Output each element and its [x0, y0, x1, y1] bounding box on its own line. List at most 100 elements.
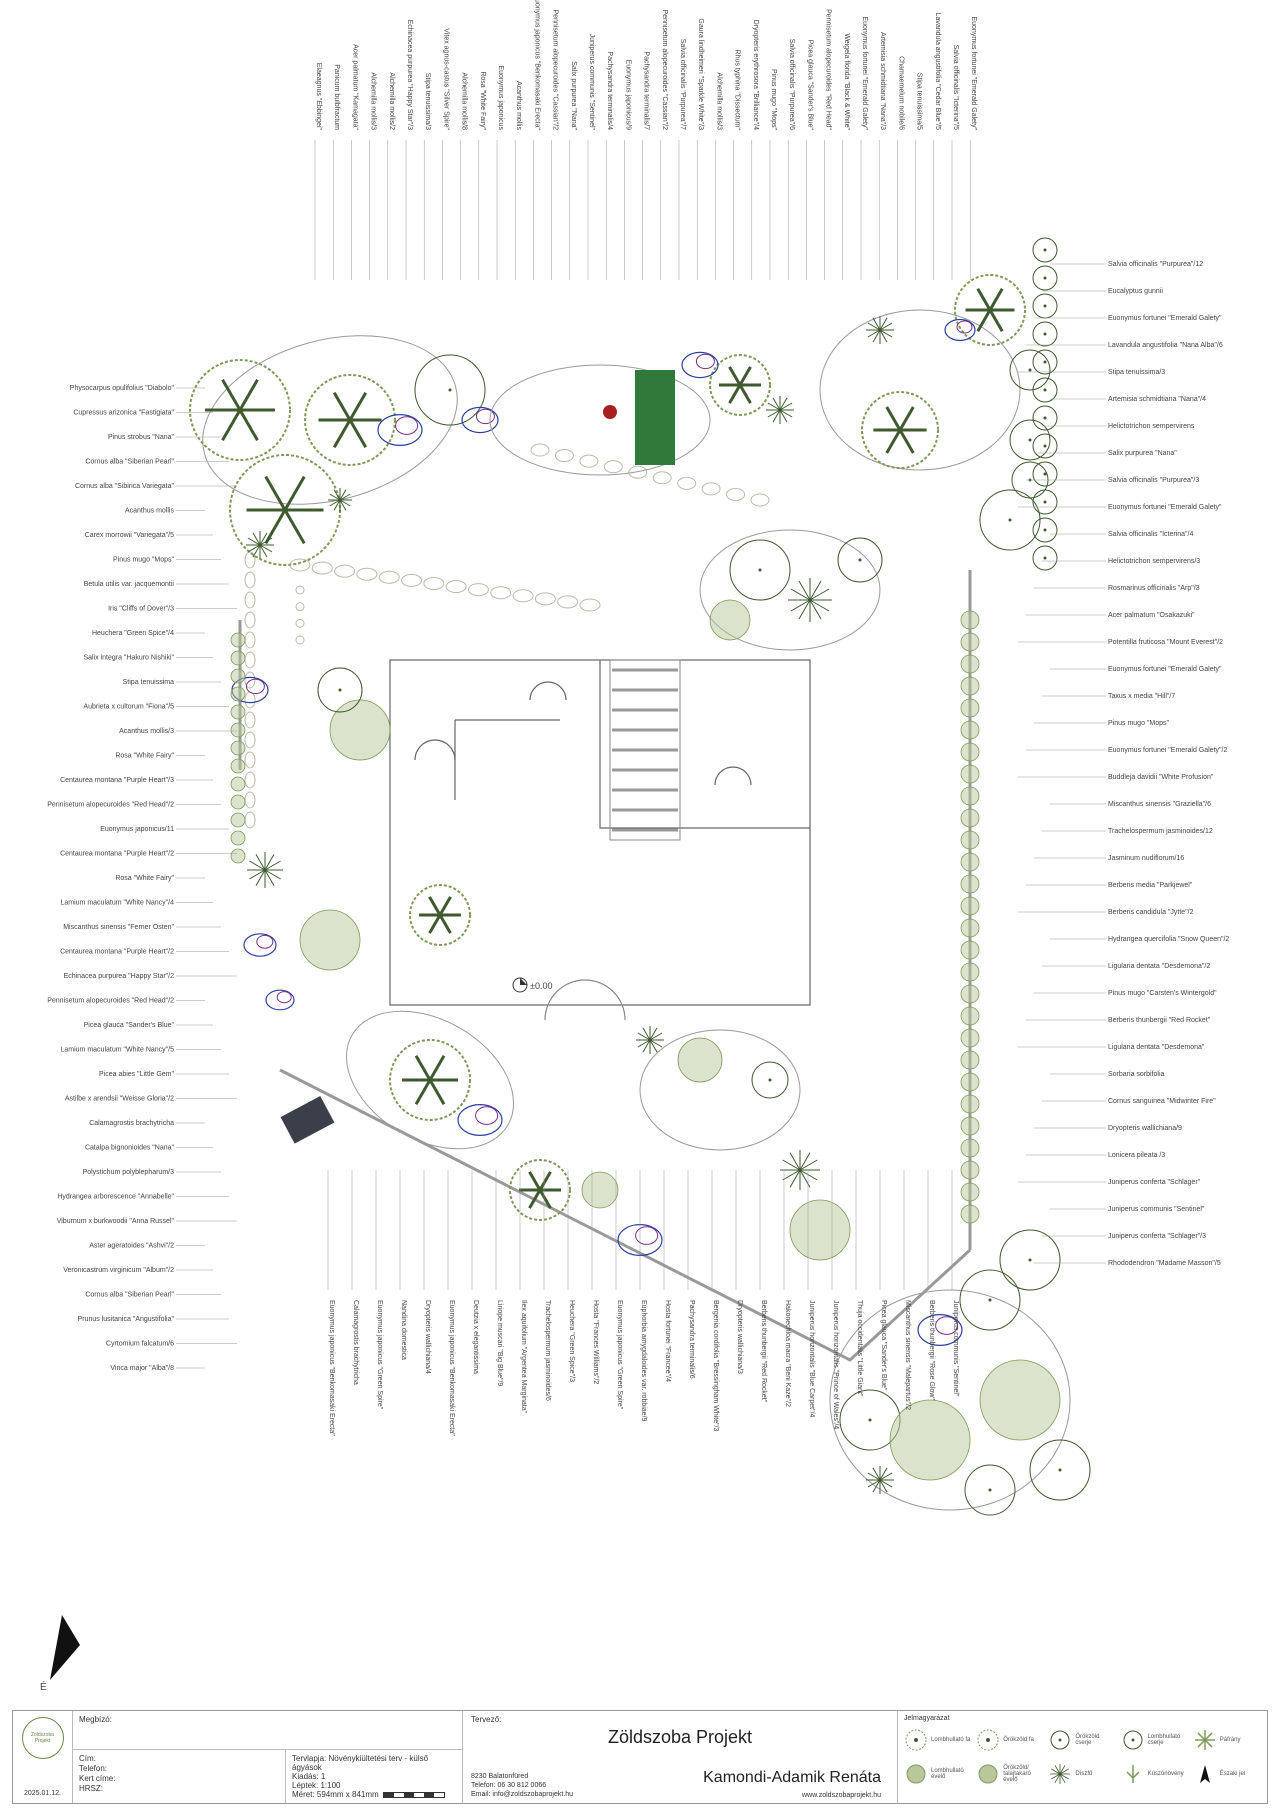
plant-label: Trachelospermum jasminoides/12	[1108, 828, 1213, 835]
designer-cell: Tervező: Zöldszoba Projekt Kamondi-Adami…	[463, 1711, 898, 1803]
plant-label: Salvia officinalis "Purpurea"/12	[1108, 261, 1203, 268]
plant-symbol-icon	[960, 1072, 980, 1092]
plant-symbol-icon	[979, 489, 1041, 551]
plant-label: Vitex agnus-castus "Silver Spire"	[442, 28, 449, 130]
plant-label: Pennisetum alopecuroides "Red Head"/2	[47, 802, 174, 809]
plant-label: Salix purpurea "Nana"	[570, 61, 577, 130]
legend-label: Lombhullató fa	[931, 1737, 971, 1743]
plant-label: Lamium maculatum "White Nancy"/4	[60, 900, 174, 907]
plant-symbol-icon	[1032, 489, 1058, 515]
legend-item: Örökzöld fa	[976, 1724, 1044, 1756]
company-logo: Zöldszoba Projekt	[21, 1717, 64, 1759]
plant-label: Ilex aquifolium "Argentea Marginata"	[520, 1300, 527, 1414]
client-fields: Cím: Telefon: Kert címe: HRSZ:	[73, 1750, 286, 1803]
labels-bottom: Euonymus japonicus "Benkomasaki Erecta"C…	[327, 1170, 959, 1436]
plant-symbol-icon	[681, 351, 719, 379]
plant-label: Pachysandra terminalis/4	[606, 51, 613, 130]
plant-label: Pennisetum alopecuroides "Cassian"/2	[552, 9, 559, 130]
plant-label: Juniperus communis "Sentinel"	[588, 34, 595, 131]
plant-symbol-icon	[1032, 517, 1058, 543]
legend-title: Jelmagyarázat	[904, 1715, 950, 1722]
plant-symbol-icon	[866, 1466, 894, 1494]
plant-label: Artemisia schmidtiana "Nana"/3	[879, 32, 886, 130]
field-address: Cím:	[79, 1754, 96, 1763]
plant-label: Salvia officinalis "Purpurea"/3	[1108, 477, 1199, 484]
sheet-title: Tervlapja: Növénykiültetési terv - külső…	[292, 1754, 429, 1772]
plant-label: Lonicera pileata /3	[1108, 1152, 1165, 1159]
plant-symbol-icon	[1032, 461, 1058, 487]
plant-symbol-icon	[509, 1159, 571, 1221]
legend-item: Lombhullató fa	[904, 1724, 972, 1756]
plant-label: Alchemilla mollis/2	[388, 72, 395, 130]
title-block: Zöldszoba Projekt 2025.01.12. Megbízó: C…	[12, 1710, 1268, 1804]
plant-symbol-icon	[960, 1028, 980, 1048]
plant-label: Calamagrostis brachytricha	[89, 1120, 174, 1127]
plant-label: Polystichum polyblepharum/3	[83, 1169, 175, 1176]
plant-symbol-icon	[960, 852, 980, 872]
plant-label: Salix integra "Hakuro Nishiki"	[83, 655, 174, 662]
plant-symbol-icon	[299, 909, 361, 971]
plant-label: Pinus mugo "Mops"	[1108, 720, 1170, 727]
plant-symbol-icon	[1029, 1439, 1091, 1501]
stepping-stones	[244, 443, 770, 829]
plant-symbol-icon	[729, 539, 791, 601]
plant-symbol-icon	[889, 1399, 971, 1481]
plant-label: Alchemilla mollis/3	[370, 72, 377, 130]
plant-symbol-icon	[959, 1269, 1021, 1331]
plant-symbol-icon	[1032, 349, 1058, 375]
plant-label: Rosa "White Fairy"	[479, 71, 486, 130]
plant-label: Cupressus arizonica "Fastigiata"	[73, 410, 174, 417]
plant-label: Buddleja davidii "White Profusion"	[1108, 774, 1214, 781]
plant-label: Rhus typhina "Dissectum"	[734, 50, 741, 131]
plant-symbol-icon	[960, 1050, 980, 1070]
plant-symbol-icon	[960, 1138, 980, 1158]
plant-symbol-icon	[709, 599, 751, 641]
plant-label: Lavandula angustifolia "Cedar Blue"/5	[934, 13, 941, 131]
plant-symbol-icon	[960, 698, 980, 718]
plant-label: Salvia officinalis "Purpurea"/6	[788, 39, 795, 130]
red-ornament	[603, 405, 617, 419]
plant-label: Salvia officinalis "Icterina"/5	[952, 45, 959, 130]
plant-symbol-icon	[230, 812, 246, 828]
plant-label: Sorbaria sorbifolia	[1108, 1071, 1165, 1078]
plant-symbol-icon	[960, 720, 980, 740]
plant-symbol-icon	[964, 1464, 1016, 1516]
plant-label: Vinca major "Alba"/8	[110, 1365, 174, 1372]
plant-label: Thuja occidentalis "Little Giant"	[856, 1300, 863, 1397]
plant-label: Euonymus fortunei "Emerald Galety"	[970, 16, 977, 130]
plant-label: Rosmarinus officinalis "Arp"/3	[1108, 585, 1200, 592]
plant-symbol-icon	[960, 984, 980, 1004]
plant-symbol-icon	[960, 808, 980, 828]
plant-symbol-icon	[243, 933, 277, 957]
garden-shed	[635, 370, 675, 465]
plant-label: Miscanthus sinensis "Ferner Osten"	[63, 924, 174, 931]
plant-label: Echinacea purpurea "Happy Star"/3	[406, 20, 413, 131]
plant-label: Cornus alba "Siberian Pearl"	[85, 1292, 174, 1299]
plant-label: Catalpa bignonioides "Nana"	[85, 1145, 175, 1152]
plant-symbol-icon	[866, 316, 894, 344]
plant-symbol-icon	[960, 918, 980, 938]
plant-label: Eucalyptus gunnii	[1108, 288, 1163, 295]
plant-symbol-icon	[751, 1061, 789, 1099]
plant-label: Dryopteris wallichiana/9	[1108, 1125, 1182, 1132]
plant-symbol-icon	[461, 406, 499, 434]
plant-label: Salix purpurea "Nana"	[1108, 450, 1177, 457]
plant-label: Pinus mugo "Carsten's Wintergold"	[1108, 990, 1217, 997]
plant-label: Rosa "White Fairy"	[115, 753, 174, 760]
legend-item: Lombhullató évelő	[904, 1758, 972, 1790]
plant-label: Pinus strobus "Nana"	[108, 434, 175, 441]
legend-label: Örökzöld/ talajtakaró évelő	[1003, 1765, 1031, 1783]
plant-label: Liriope muscari "Big Blue"/9	[496, 1300, 503, 1386]
legend-item: Díszfű	[1048, 1758, 1116, 1790]
plant-label: Gaura lindheimeri "Sparkle White"/3	[697, 18, 704, 130]
plant-label: Stipa tenuissima	[123, 679, 174, 686]
sheet-edition: Kiadás: 1	[292, 1772, 326, 1781]
plant-label: Echinacea purpurea "Happy Star"/2	[64, 973, 175, 980]
legend-label: Lombhullató évelő	[931, 1768, 964, 1780]
fence	[238, 570, 972, 1362]
plant-label: Euonymus japonicus/11	[100, 826, 174, 833]
plant-symbol-icon	[788, 578, 832, 622]
plant-symbol-icon	[861, 391, 939, 469]
plant-label: Hydrangea arborescence "Annabelle"	[57, 1194, 174, 1201]
